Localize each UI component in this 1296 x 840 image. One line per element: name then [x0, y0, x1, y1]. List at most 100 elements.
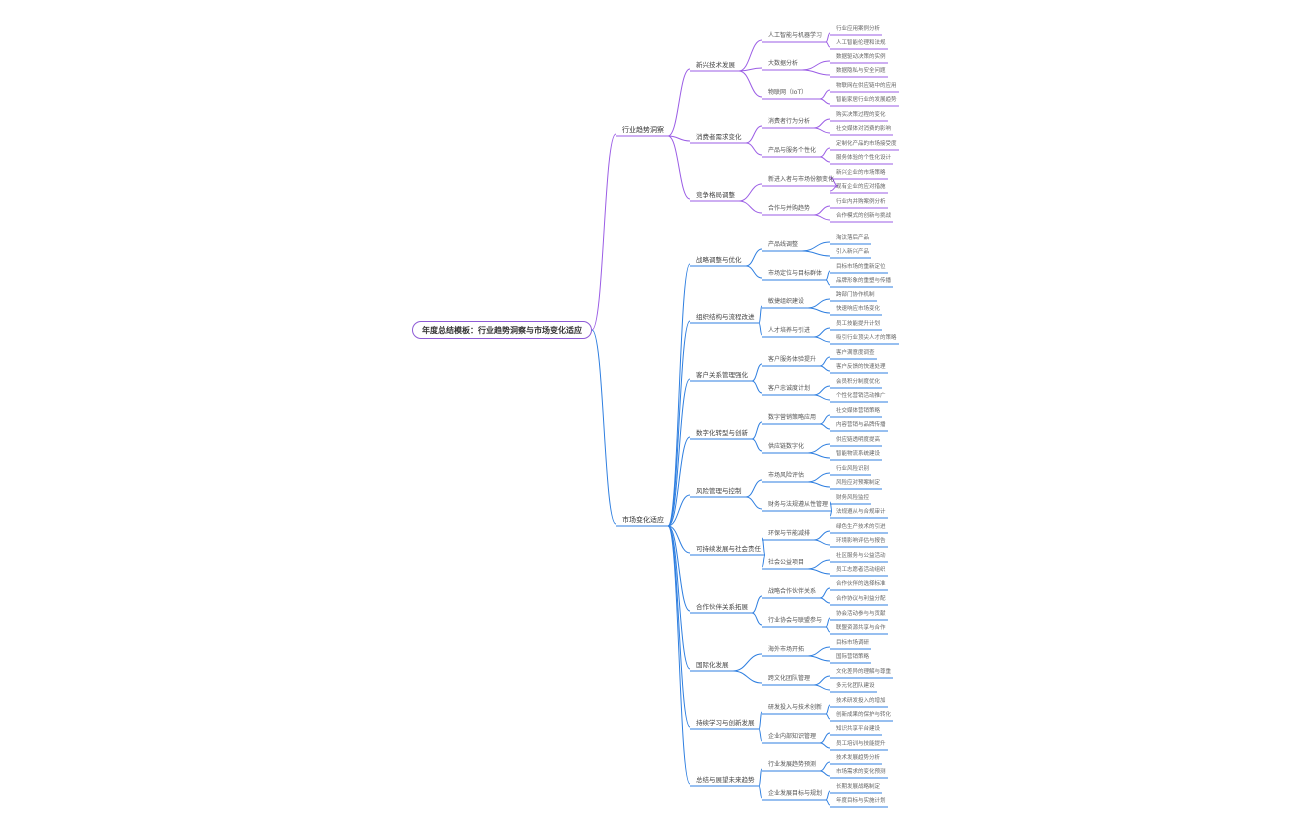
- topic-label[interactable]: 持续学习与创新发展: [696, 719, 755, 727]
- leaf-label[interactable]: 目标市场调研: [836, 640, 870, 646]
- leaf-label[interactable]: 品牌形象的重塑与传播: [836, 278, 892, 284]
- leaf-label[interactable]: 财务风险监控: [836, 495, 870, 501]
- subtopic-label[interactable]: 人才培养与引进: [768, 327, 811, 334]
- leaf-label[interactable]: 文化差异的理解与尊重: [836, 669, 892, 675]
- leaf-label[interactable]: 目标市场的重新定位: [836, 264, 886, 270]
- topic-label[interactable]: 国际化发展: [696, 661, 729, 669]
- subtopic-label[interactable]: 合作与并购趋势: [768, 205, 811, 212]
- leaf-label[interactable]: 长期发展战略制定: [836, 784, 881, 790]
- leaf-label[interactable]: 员工技能提升计划: [836, 321, 881, 327]
- subtopic-label[interactable]: 社会公益项目: [768, 559, 805, 566]
- subtopic-label[interactable]: 人工智能与机器学习: [768, 32, 823, 39]
- edge-branch-topic: [667, 525, 691, 612]
- leaf-label[interactable]: 新兴企业的市场策略: [836, 170, 886, 176]
- leaf-label[interactable]: 联盟资源共享与合作: [836, 625, 886, 631]
- leaf-label[interactable]: 员工志愿者活动组织: [836, 567, 886, 573]
- topic-label[interactable]: 风险管理与控制: [696, 487, 742, 495]
- subtopic-label[interactable]: 客户忠诚度计划: [768, 385, 811, 392]
- branch-topic[interactable]: 市场变化适应: [622, 516, 664, 524]
- subtopic-label[interactable]: 消费者行为分析: [768, 118, 811, 125]
- leaf-label[interactable]: 合作伙伴的选择标准: [836, 581, 886, 587]
- leaf-label[interactable]: 协会活动参与与贡献: [836, 611, 886, 617]
- leaf-label[interactable]: 个性化营销活动推广: [836, 393, 886, 399]
- leaf-label[interactable]: 合作模式的创新与挑战: [836, 213, 892, 219]
- leaf-label[interactable]: 物联网在供应链中的应用: [836, 83, 897, 89]
- subtopic-label[interactable]: 数字营销策略应用: [768, 414, 817, 421]
- subtopic-label[interactable]: 产品与服务个性化: [768, 147, 817, 154]
- subtopic-label[interactable]: 敏捷组织建设: [768, 298, 805, 305]
- subtopic-label[interactable]: 物联网（IoT）: [768, 89, 808, 96]
- leaf-label[interactable]: 知识共享平台建设: [836, 726, 881, 732]
- subtopic-label[interactable]: 研发投入与技术创新: [768, 704, 823, 711]
- leaf-label[interactable]: 数据驱动决策的实例: [836, 54, 886, 60]
- subtopic-label[interactable]: 客户服务体验提升: [768, 356, 817, 363]
- leaf-label[interactable]: 社区服务与公益活动: [836, 553, 886, 559]
- leaf-label[interactable]: 技术研发投入的增加: [836, 698, 886, 704]
- leaf-label[interactable]: 社交媒体营销策略: [836, 408, 881, 414]
- subtopic-label[interactable]: 新进入者与市场份额变化: [768, 176, 835, 183]
- leaf-label[interactable]: 客户满意度调查: [836, 350, 875, 356]
- leaf-label[interactable]: 行业风险识别: [836, 466, 870, 472]
- root-topic[interactable]: 年度总结模板：行业趋势洞察与市场变化适应: [412, 321, 592, 339]
- leaf-label[interactable]: 环境影响评估与报告: [836, 538, 886, 544]
- subtopic-label[interactable]: 企业发展目标与规划: [768, 790, 823, 797]
- leaf-label[interactable]: 员工培训与技能提升: [836, 741, 886, 747]
- leaf-label[interactable]: 会员积分制度优化: [836, 379, 881, 385]
- leaf-label[interactable]: 技术发展趋势分析: [836, 755, 881, 761]
- topic-label[interactable]: 新兴技术发展: [696, 61, 735, 69]
- leaf-label[interactable]: 行业应用案例分析: [836, 26, 881, 32]
- leaf-label[interactable]: 绿色生产技术的引进: [836, 524, 886, 530]
- topic-label[interactable]: 总结与展望未来趋势: [696, 776, 755, 784]
- subtopic-label[interactable]: 企业内部知识管理: [768, 733, 817, 740]
- subtopic-label[interactable]: 海外市场开拓: [768, 646, 805, 653]
- leaf-label[interactable]: 淘汰落后产品: [836, 235, 870, 241]
- subtopic-label[interactable]: 行业协会与联盟参与: [768, 617, 823, 624]
- branch-topic[interactable]: 行业趋势洞察: [622, 126, 664, 134]
- leaf-label[interactable]: 年度目标与实施计划: [836, 798, 886, 804]
- leaf-label[interactable]: 合作协议与利益分配: [836, 596, 886, 602]
- leaf-label[interactable]: 行业内并购案例分析: [836, 199, 886, 205]
- leaf-label[interactable]: 购买决策过程的变化: [836, 112, 886, 118]
- leaf-label[interactable]: 市场需求的变化预测: [836, 769, 886, 775]
- leaf-label[interactable]: 服务体验的个性化设计: [836, 155, 892, 161]
- subtopic-label[interactable]: 行业发展趋势预测: [768, 761, 817, 768]
- leaf-label[interactable]: 风险应对预案制定: [836, 480, 881, 486]
- leaf-label[interactable]: 国际营销策略: [836, 654, 870, 660]
- subtopic-label[interactable]: 大数据分析: [768, 60, 799, 67]
- leaf-label[interactable]: 数据隐私与安全问题: [836, 68, 886, 74]
- leaf-label[interactable]: 吸引行业顶尖人才的策略: [836, 335, 897, 341]
- subtopic-label[interactable]: 环保与节能减排: [768, 530, 811, 537]
- leaf-label[interactable]: 内容营销与品牌传播: [836, 422, 886, 428]
- topic-label[interactable]: 竞争格局调整: [696, 191, 735, 199]
- subtopic-label[interactable]: 产品线调整: [768, 241, 799, 248]
- subtopic-label[interactable]: 市场定位与目标群体: [768, 270, 823, 277]
- leaf-label[interactable]: 客户反馈的快速处理: [836, 364, 886, 370]
- subtopic-label[interactable]: 战略合作伙伴关系: [768, 588, 817, 595]
- subtopic-label[interactable]: 市场风险评估: [768, 472, 805, 479]
- leaf-label[interactable]: 法规遵从与合规审计: [836, 509, 886, 515]
- leaf-label[interactable]: 社交媒体对消费的影响: [836, 126, 892, 132]
- leaf-label[interactable]: 创新成果的保护与转化: [836, 712, 892, 718]
- topic-label[interactable]: 战略调整与优化: [696, 256, 742, 264]
- topic-label[interactable]: 组织结构与流程改进: [696, 313, 755, 321]
- subtopic-label[interactable]: 财务与法规遵从性管理: [768, 501, 829, 508]
- topic-label[interactable]: 消费者需求变化: [696, 133, 742, 141]
- leaf-label[interactable]: 定制化产品的市场接受度: [836, 141, 897, 147]
- leaf-label[interactable]: 引入新兴产品: [836, 249, 870, 255]
- leaf-label[interactable]: 智能家居行业的发展趋势: [836, 97, 897, 103]
- topic-label[interactable]: 可持续发展与社会责任: [696, 545, 761, 553]
- topic-label[interactable]: 合作伙伴关系拓展: [696, 603, 748, 611]
- topic-label[interactable]: 数字化转型与创新: [696, 429, 748, 437]
- leaf-label[interactable]: 智能物流系统建设: [836, 451, 881, 457]
- leaf-label[interactable]: 跨部门协作机制: [836, 292, 875, 298]
- edge-root-branch: [591, 329, 617, 525]
- subtopic-label[interactable]: 供应链数字化: [768, 443, 805, 450]
- subtopic-label[interactable]: 跨文化团队管理: [768, 675, 811, 682]
- leaf-label[interactable]: 现有企业的应对措施: [836, 184, 886, 190]
- leaf-label[interactable]: 多元化团队建设: [836, 683, 875, 689]
- leaf-label[interactable]: 人工智能伦理和法规: [836, 40, 886, 46]
- leaf-label[interactable]: 快速响应市场变化: [836, 306, 881, 312]
- leaf-label[interactable]: 供应链透明度提高: [836, 437, 881, 443]
- topic-label[interactable]: 客户关系管理强化: [696, 371, 748, 379]
